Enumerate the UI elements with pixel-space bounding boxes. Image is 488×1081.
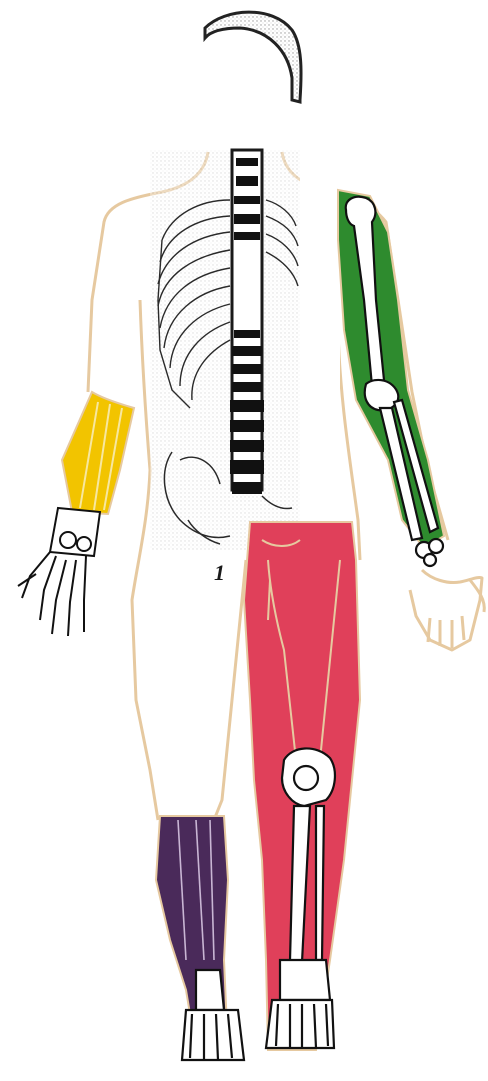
- left-forearm: [18, 392, 134, 636]
- head-scan: [205, 12, 301, 102]
- right-arm: [338, 190, 444, 566]
- right-leg: [244, 522, 360, 1050]
- left-lower-leg: [156, 816, 244, 1060]
- marker-label: 1: [214, 562, 225, 584]
- spine-thorax-scan: [150, 150, 340, 550]
